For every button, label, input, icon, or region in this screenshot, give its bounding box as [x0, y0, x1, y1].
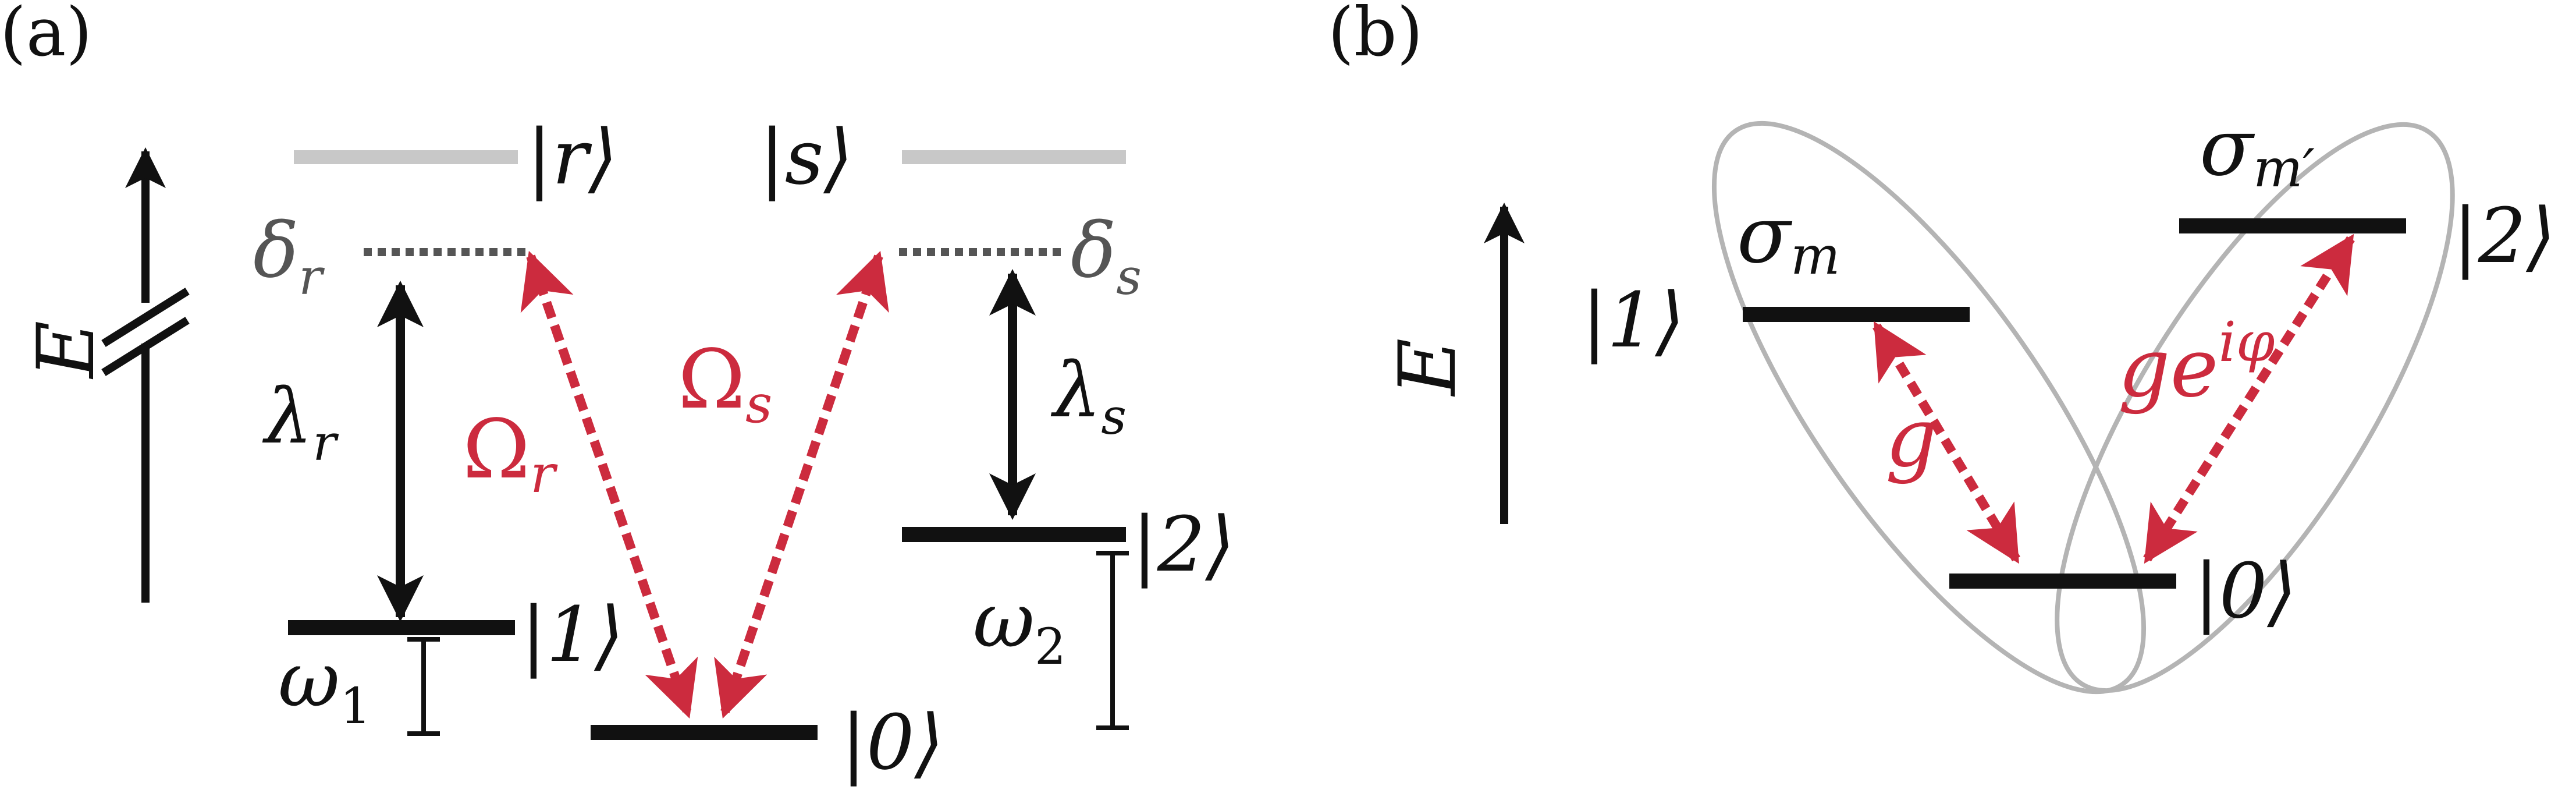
coupling-g-label: g	[1885, 391, 1938, 486]
panel-b: (b) E |1⟩ |2⟩ |0⟩ σm σm′ g geiφ	[1328, 0, 2556, 695]
state-s-label: |s⟩	[759, 113, 853, 201]
omega-r-arrow	[520, 250, 698, 719]
lambda-s-label: λs	[1050, 346, 1127, 446]
coupling-ge-arrow	[2143, 233, 2355, 564]
coupling-ge-label: geiφ	[2118, 310, 2275, 416]
state-b-2-label: |2⟩	[2453, 192, 2556, 280]
detuning-s-label: δs	[1071, 206, 1142, 306]
omega-r-label: Ωr	[463, 402, 558, 505]
omega-2-bracket	[1096, 551, 1129, 730]
omega-1-bracket	[407, 637, 440, 736]
state-b-0-label: |0⟩	[2194, 547, 2297, 635]
omega-s-label: Ωs	[678, 332, 772, 435]
panel-a-energy-axis: E	[20, 147, 190, 603]
state-b-1-label: |1⟩	[1582, 276, 1685, 364]
state-1-label: |1⟩	[521, 590, 624, 679]
omega-2-label: ω2	[973, 576, 1066, 676]
panel-a-axis-label: E	[20, 321, 112, 380]
panel-b-axis-label: E	[1382, 338, 1473, 398]
panel-a: (a) E |r⟩ |s⟩ δr δs |1⟩ |2⟩ |0⟩ λr λs	[0, 0, 1235, 787]
lambda-r-label: λr	[262, 372, 339, 472]
panel-a-label: (a)	[0, 0, 92, 72]
omega-s-arrow	[714, 250, 889, 719]
state-2-label: |2⟩	[1132, 500, 1235, 589]
panel-a-axis-break-2	[101, 317, 190, 376]
panel-a-axis-break-1	[101, 288, 190, 347]
panel-b-label: (b)	[1328, 0, 1423, 72]
coupling-g-arrow	[1873, 321, 2020, 564]
state-0-label: |0⟩	[841, 698, 944, 787]
sigma-m-label: σm	[1737, 189, 1840, 286]
sigma-mprime-label: σm′	[2200, 102, 2315, 199]
detuning-r-label: δr	[253, 206, 325, 306]
state-r-label: |r⟩	[527, 113, 618, 201]
ellipse-left	[1711, 121, 2147, 695]
omega-1-label: ω1	[278, 635, 371, 735]
